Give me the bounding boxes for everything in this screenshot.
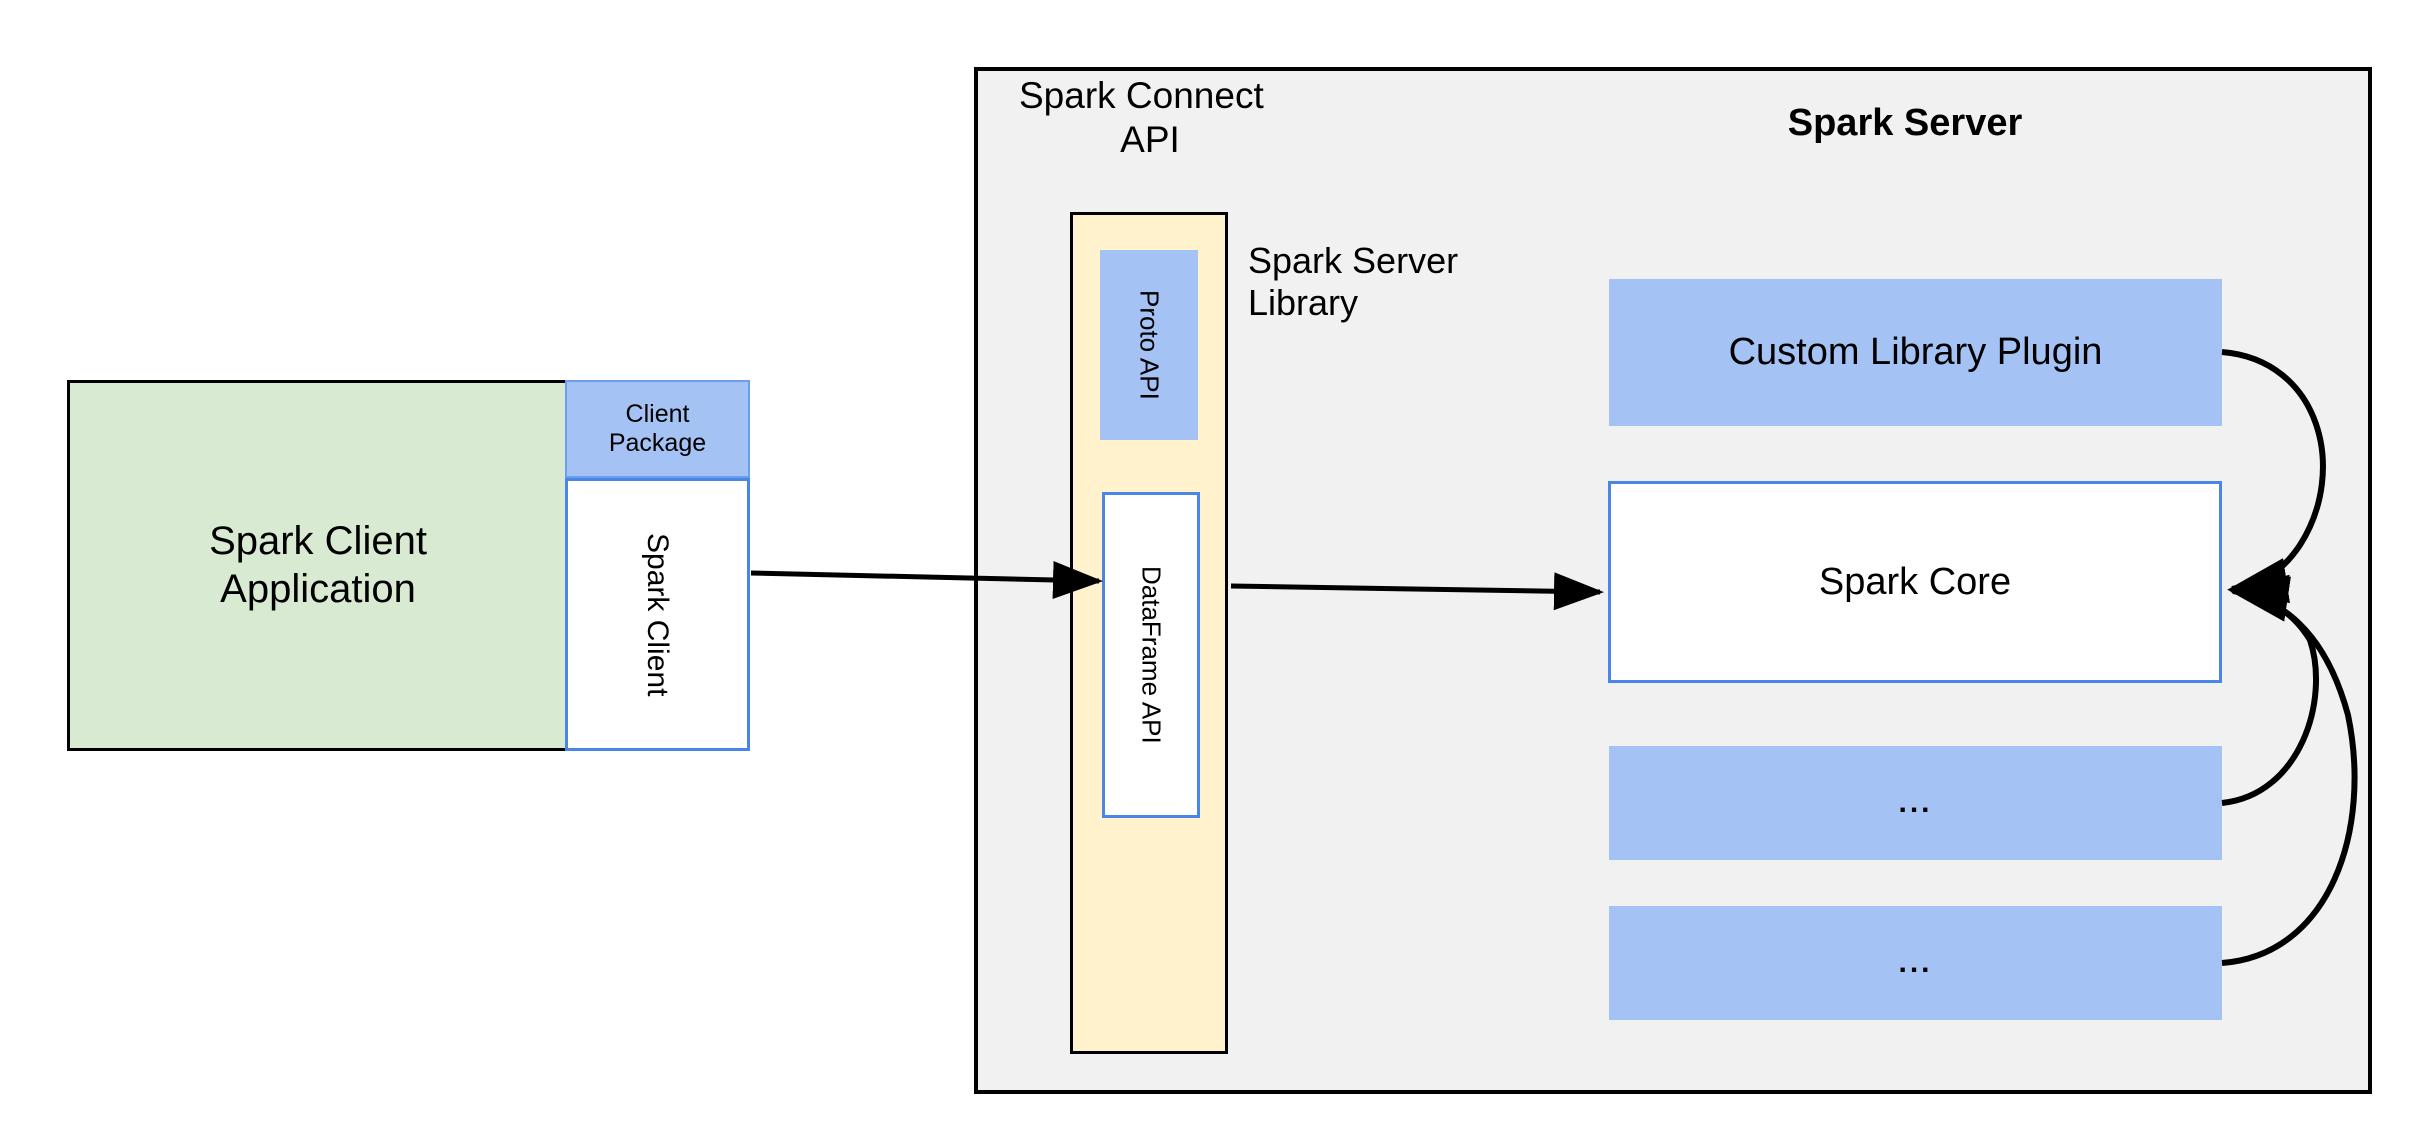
spark-server-title: Spark Server bbox=[1787, 101, 2023, 144]
spark-connect-api-label: Spark Connect API bbox=[1005, 70, 1295, 160]
ellipsis-box-two[interactable]: ... bbox=[1609, 906, 2222, 1020]
ellipsis-box-one[interactable]: ... bbox=[1609, 746, 2222, 860]
spark-client-label: Spark Client bbox=[641, 532, 675, 697]
ellipsis-two-label: ... bbox=[1898, 946, 1933, 980]
spark-client-application-line1: Spark Client bbox=[209, 519, 427, 564]
client-package-line1: Client bbox=[625, 399, 690, 428]
dataframe-api-label: DataFrame API bbox=[1136, 566, 1167, 744]
client-package-box[interactable]: Client Package bbox=[565, 380, 750, 478]
custom-library-plugin-label: Custom Library Plugin bbox=[1728, 331, 2103, 374]
spark-connect-api-label-line2: API bbox=[1120, 118, 1180, 160]
spark-server-library-label-line2: Library bbox=[1248, 282, 1359, 324]
ellipsis-one-label: ... bbox=[1898, 786, 1933, 820]
spark-client-box[interactable]: Spark Client bbox=[565, 478, 750, 751]
spark-connect-api-label-line1: Spark Connect bbox=[1019, 75, 1264, 116]
spark-client-application-box[interactable]: Spark Client Application bbox=[67, 380, 569, 751]
spark-server-library-label-line1: Spark Server bbox=[1248, 240, 1459, 281]
client-package-line2: Package bbox=[608, 429, 707, 457]
spark-client-application-label: Spark Client Application bbox=[191, 518, 445, 612]
spark-core-label: Spark Core bbox=[1818, 560, 2012, 603]
proto-api-label: Proto API bbox=[1134, 290, 1165, 400]
spark-core-box[interactable]: Spark Core bbox=[1608, 481, 2222, 683]
dataframe-api-box[interactable]: DataFrame API bbox=[1102, 492, 1200, 818]
custom-library-plugin-box[interactable]: Custom Library Plugin bbox=[1609, 279, 2222, 426]
spark-client-application-line2: Application bbox=[220, 566, 416, 611]
spark-server-library-label: Spark Server Library bbox=[1248, 240, 1538, 340]
client-package-label: Client Package bbox=[609, 400, 706, 459]
proto-api-box[interactable]: Proto API bbox=[1100, 250, 1198, 440]
